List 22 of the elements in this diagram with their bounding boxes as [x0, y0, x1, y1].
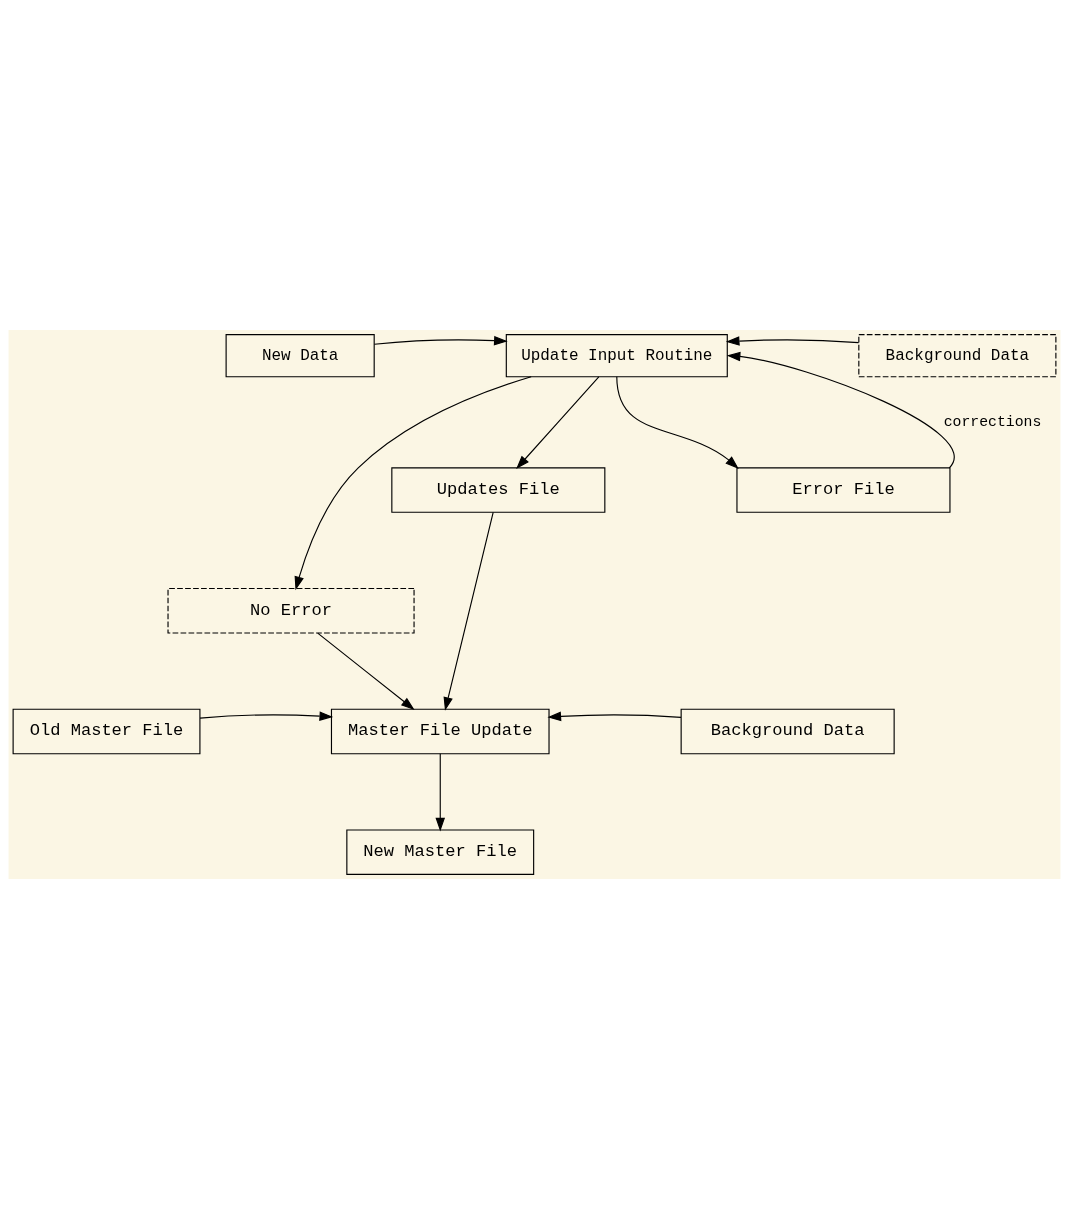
arrow	[616, 376, 739, 469]
arrow	[725, 336, 860, 346]
arrow	[435, 753, 446, 832]
node-box: Update Input Routine	[505, 334, 728, 378]
node-box: Updates File	[391, 467, 606, 513]
node-box: Master File Update	[330, 708, 550, 755]
arrow	[726, 351, 955, 469]
node-box: New Master File	[346, 829, 535, 875]
node-box: Error File	[736, 467, 951, 513]
arrow	[317, 632, 415, 711]
arrow	[516, 376, 600, 470]
arrow	[443, 511, 494, 711]
arrow	[294, 376, 532, 591]
arrow	[199, 711, 334, 721]
edge-label: corrections	[943, 414, 1042, 431]
node-box: Background Data	[858, 334, 1057, 378]
node-box: New Data	[225, 334, 375, 378]
node-box: Background Data	[680, 708, 895, 755]
arrow	[373, 335, 508, 346]
node-box: No Error	[167, 587, 415, 634]
node-box: Old Master File	[12, 708, 201, 755]
arrow	[547, 711, 682, 722]
